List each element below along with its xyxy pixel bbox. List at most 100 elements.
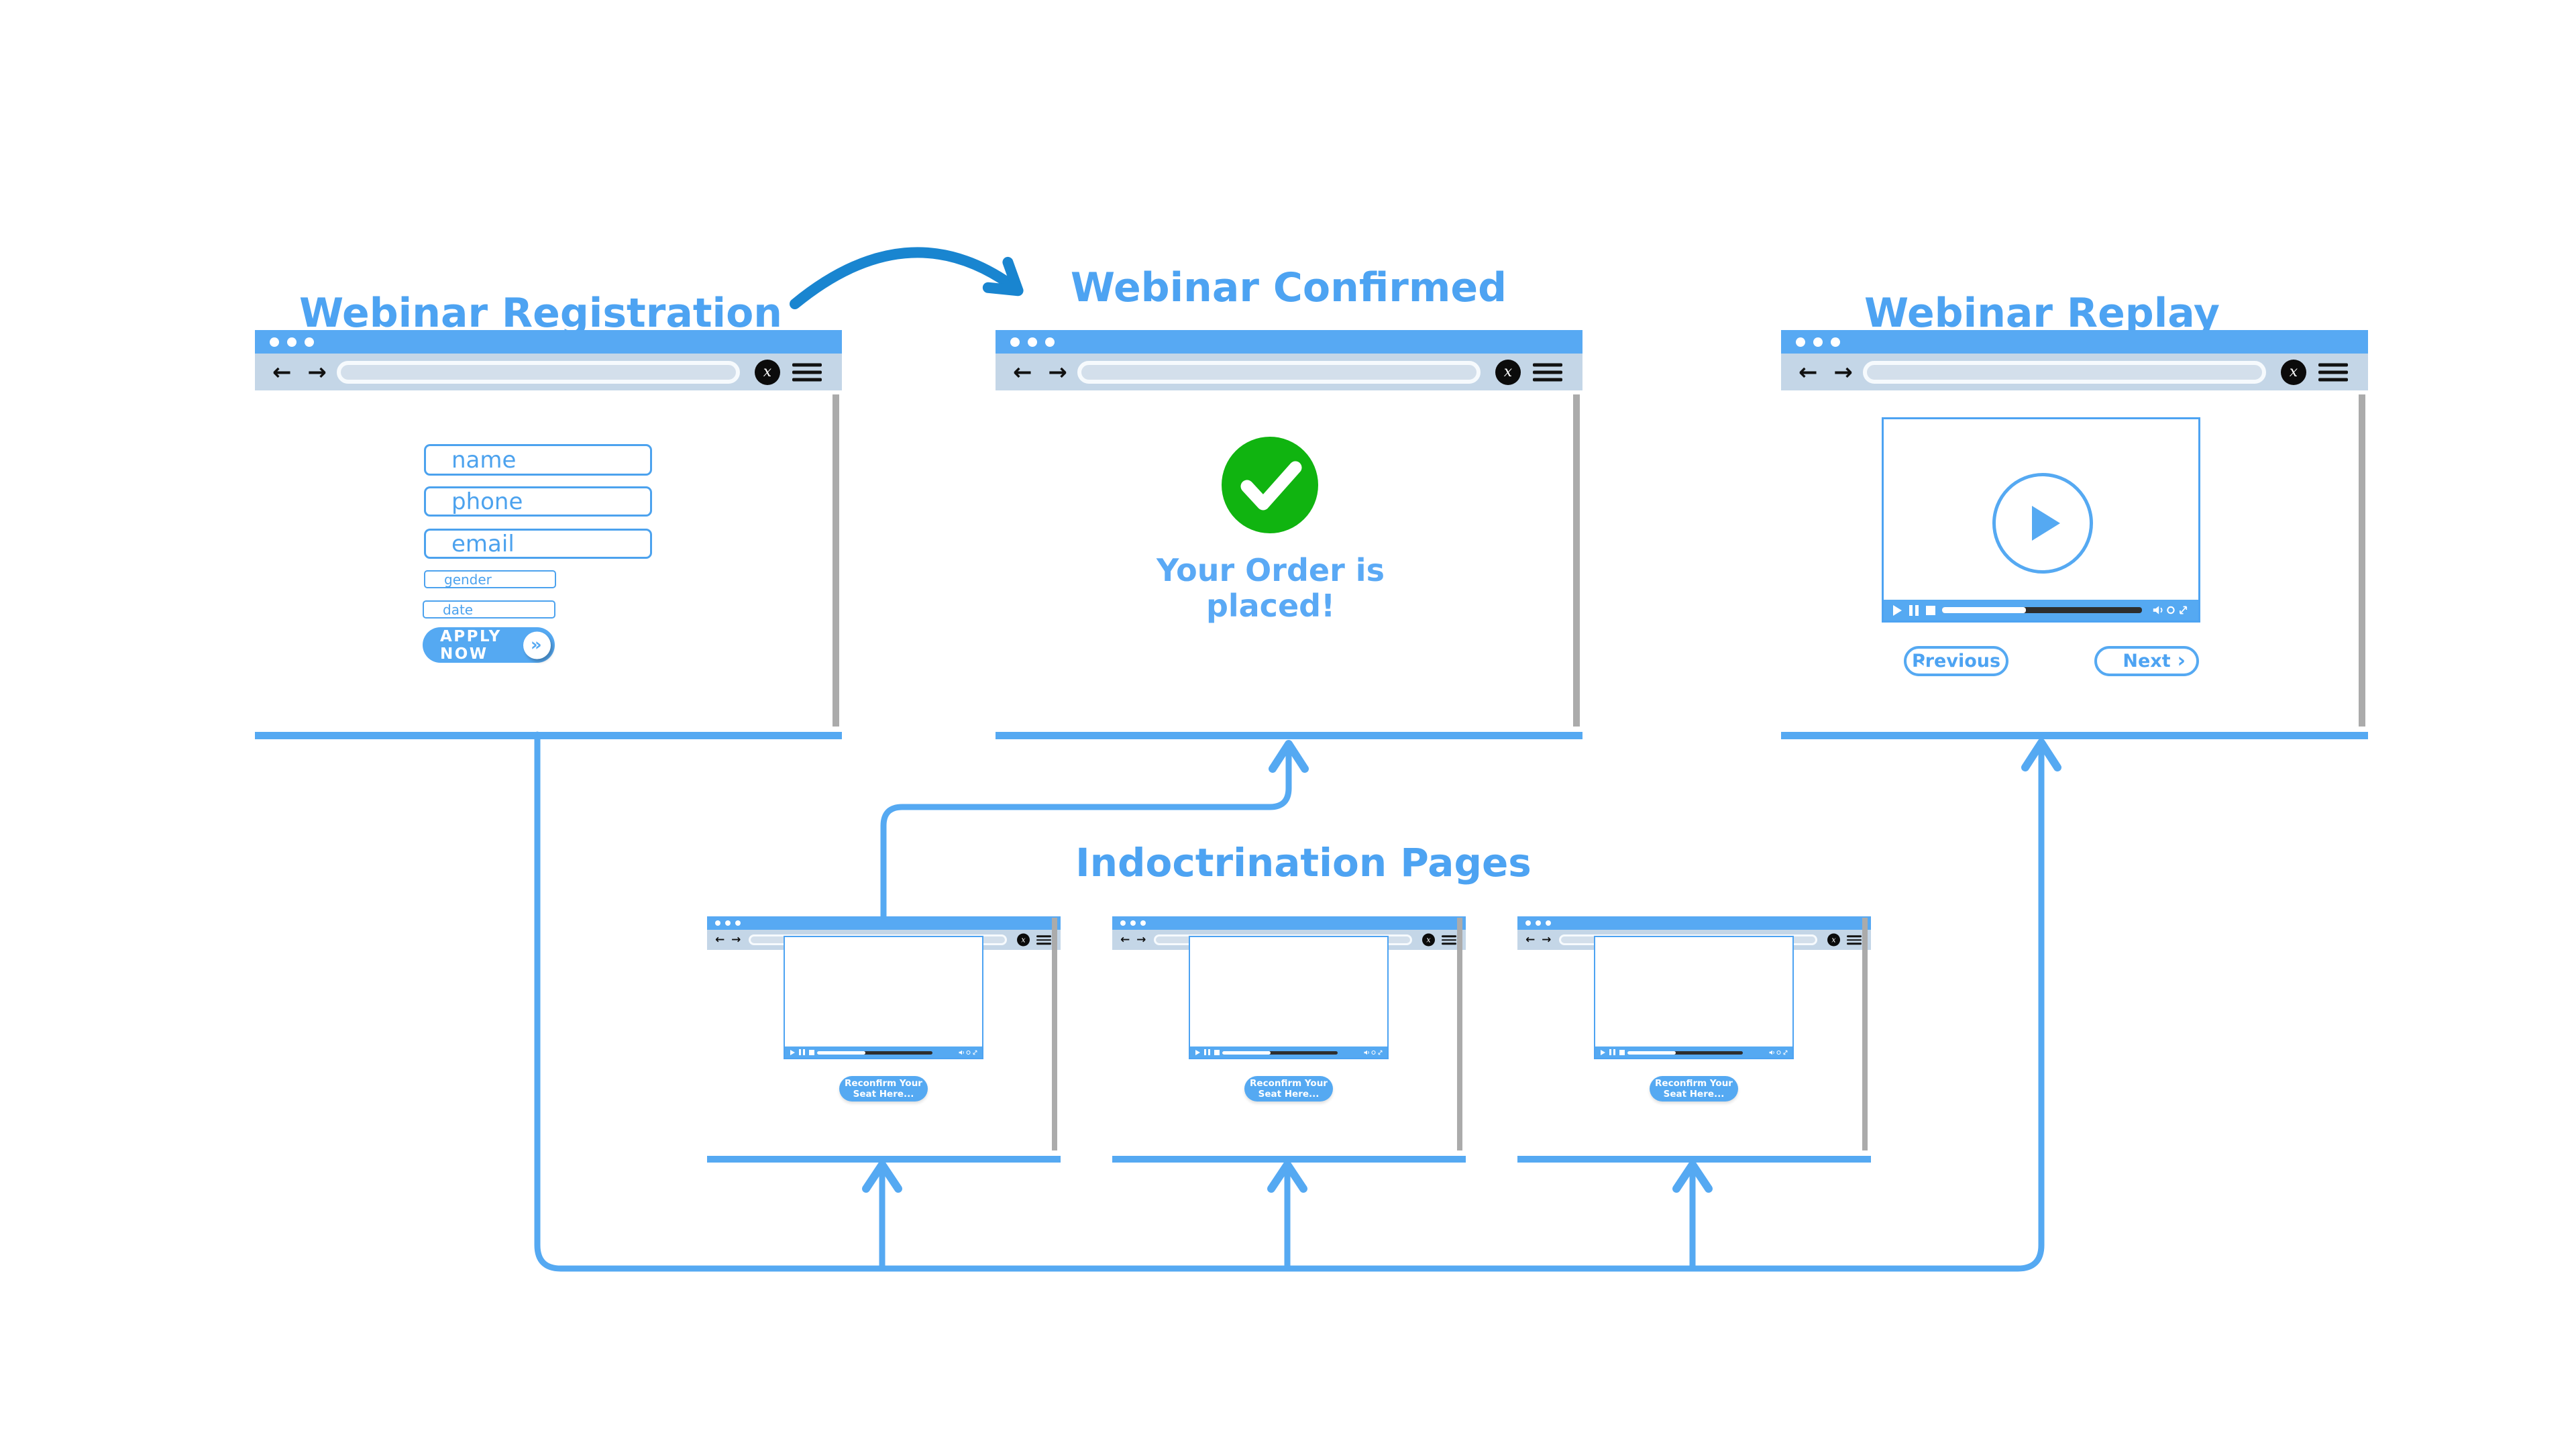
- menu-icon[interactable]: [1847, 933, 1862, 947]
- previous-label: Previous: [1911, 651, 2001, 672]
- playback-icons[interactable]: [1601, 1049, 1625, 1055]
- indoctrination-title: Indoctrination Pages: [1075, 840, 1532, 885]
- back-forward-icons[interactable]: ← →: [1799, 358, 1857, 386]
- apply-now-button[interactable]: APPLY NOW »: [423, 627, 555, 663]
- progress-bar[interactable]: [1627, 1051, 1743, 1055]
- order-placed-message: Your Order is placed!: [1157, 552, 1385, 624]
- play-icon[interactable]: [790, 1049, 795, 1055]
- window-title-bar: [1112, 916, 1466, 930]
- confirmed-window: ← → x Your Order is placed!: [996, 330, 1582, 731]
- scrollbar[interactable]: [2359, 394, 2365, 727]
- arrowhead-to-indoctrination-3-icon: [1672, 1161, 1713, 1193]
- next-button[interactable]: Next ›: [2094, 646, 2199, 676]
- replay-floor-bar: [1781, 732, 2368, 739]
- back-forward-icons[interactable]: ← →: [1120, 933, 1148, 947]
- browser-toolbar: ← → x: [255, 354, 842, 390]
- video-controls-bar: [1190, 1046, 1387, 1058]
- video-controls-bar: [1595, 1046, 1792, 1058]
- stop-icon[interactable]: [808, 1049, 814, 1055]
- scrollbar[interactable]: [1573, 394, 1580, 727]
- video-controls-bar: [1884, 600, 2198, 621]
- menu-icon[interactable]: [1036, 933, 1051, 947]
- previous-button[interactable]: ‹ Previous: [1904, 646, 2008, 676]
- double-chevron-icon: »: [523, 631, 551, 659]
- close-icon[interactable]: x: [2281, 359, 2306, 385]
- volume-settings-fullscreen-icons[interactable]: [958, 1049, 978, 1056]
- close-icon[interactable]: x: [1017, 933, 1030, 947]
- arrowhead-to-indoctrination-1-icon: [862, 1161, 902, 1193]
- stop-icon[interactable]: [1214, 1049, 1220, 1055]
- pause-icon[interactable]: [1609, 1049, 1615, 1055]
- close-icon[interactable]: x: [755, 359, 780, 385]
- pause-icon[interactable]: [1204, 1049, 1210, 1055]
- scrollbar[interactable]: [1862, 918, 1868, 1150]
- progress-bar[interactable]: [817, 1051, 932, 1055]
- registration-title: Webinar Registration: [299, 290, 782, 337]
- scrollbar[interactable]: [1457, 918, 1462, 1150]
- back-forward-icons[interactable]: ← →: [1525, 933, 1553, 947]
- confirmed-floor-bar: [996, 732, 1582, 739]
- playback-icons[interactable]: [1893, 604, 1935, 616]
- reconfirm-seat-button[interactable]: Reconfirm Your Seat Here...: [839, 1076, 928, 1102]
- playback-icons[interactable]: [1195, 1049, 1220, 1055]
- browser-toolbar: ← → x: [1781, 354, 2368, 390]
- date-field[interactable]: [423, 600, 555, 619]
- close-icon[interactable]: x: [1422, 933, 1435, 947]
- close-icon[interactable]: x: [1495, 359, 1521, 385]
- registration-page-content: APPLY NOW »: [255, 390, 842, 731]
- back-forward-icons[interactable]: ← →: [715, 933, 743, 947]
- reconfirm-label-line2: Seat Here...: [1258, 1089, 1320, 1099]
- menu-icon[interactable]: [1442, 933, 1456, 947]
- gender-field[interactable]: [424, 570, 556, 588]
- play-button[interactable]: [1992, 473, 2093, 574]
- window-dots-icon: [1796, 330, 1840, 354]
- reconfirm-label-line1: Reconfirm Your: [845, 1078, 922, 1089]
- volume-settings-fullscreen-icons[interactable]: [1768, 1049, 1788, 1056]
- playback-icons[interactable]: [790, 1049, 814, 1055]
- registration-floor-bar: [255, 732, 842, 739]
- back-forward-icons[interactable]: ← →: [272, 358, 331, 386]
- reconfirm-label-line1: Reconfirm Your: [1250, 1078, 1328, 1089]
- pause-icon[interactable]: [799, 1049, 805, 1055]
- window-dots-icon: [715, 916, 741, 930]
- play-icon[interactable]: [1601, 1049, 1605, 1055]
- email-field[interactable]: [424, 529, 652, 559]
- play-icon[interactable]: [1195, 1049, 1200, 1055]
- url-bar[interactable]: [337, 360, 740, 384]
- indoctrination-floor-bar-1: [707, 1156, 1061, 1163]
- window-title-bar: [1781, 330, 2368, 354]
- reconfirm-seat-button[interactable]: Reconfirm Your Seat Here...: [1650, 1076, 1738, 1102]
- indoctrination-window-2: ← → x: [1112, 916, 1466, 1153]
- progress-bar[interactable]: [1942, 607, 2142, 613]
- menu-icon[interactable]: [2318, 359, 2348, 385]
- pause-icon[interactable]: [1909, 604, 1919, 616]
- volume-settings-fullscreen-icons[interactable]: [2151, 604, 2189, 616]
- video-controls-bar: [785, 1046, 982, 1058]
- play-icon[interactable]: [1893, 604, 1902, 616]
- replay-window: ← → x: [1781, 330, 2368, 731]
- name-field[interactable]: [424, 444, 652, 476]
- chevron-right-icon: ›: [2177, 648, 2186, 672]
- url-bar[interactable]: [1077, 360, 1481, 384]
- indoctrination-floor-bar-3: [1517, 1156, 1871, 1163]
- url-bar[interactable]: [1863, 360, 2266, 384]
- video-player: [784, 936, 983, 1059]
- reconfirm-seat-button[interactable]: Reconfirm Your Seat Here...: [1244, 1076, 1333, 1102]
- progress-bar[interactable]: [1222, 1051, 1338, 1055]
- indoctrination-page-content: Reconfirm Your Seat Here...: [1517, 918, 1871, 1153]
- video-player: [1189, 936, 1389, 1059]
- scrollbar[interactable]: [833, 394, 839, 727]
- confirmed-title: Webinar Confirmed: [1070, 264, 1507, 311]
- menu-icon[interactable]: [1533, 359, 1562, 385]
- volume-settings-fullscreen-icons[interactable]: [1363, 1049, 1383, 1056]
- window-title-bar: [707, 916, 1061, 930]
- back-forward-icons[interactable]: ← →: [1013, 358, 1071, 386]
- scrollbar[interactable]: [1052, 918, 1057, 1150]
- close-icon[interactable]: x: [1827, 933, 1840, 947]
- phone-field[interactable]: [424, 486, 652, 517]
- stop-icon[interactable]: [1926, 605, 1935, 615]
- stop-icon[interactable]: [1619, 1049, 1625, 1055]
- menu-icon[interactable]: [792, 359, 822, 385]
- window-dots-icon: [1010, 330, 1055, 354]
